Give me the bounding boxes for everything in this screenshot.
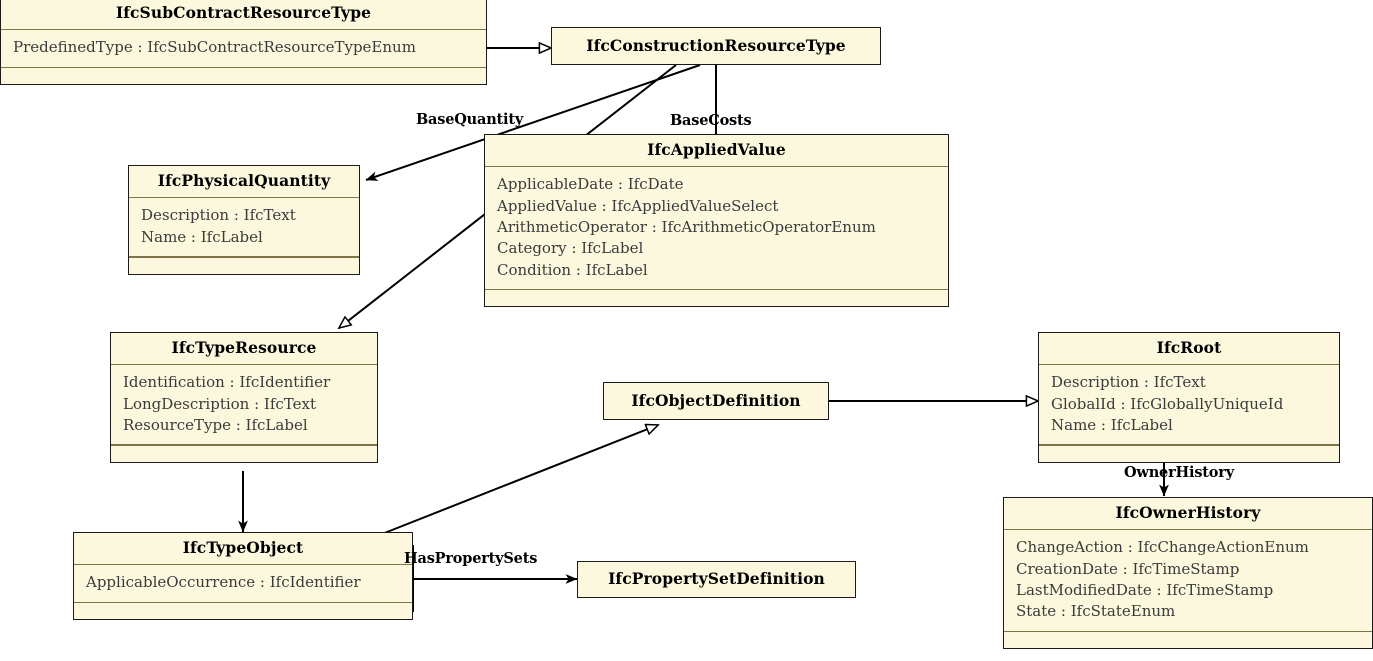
attribute-row: Description : IfcText [1051, 373, 1206, 392]
class-operations [74, 603, 412, 619]
edge-typeobject-to-objectdefinition [381, 425, 658, 535]
compartment-divider [111, 363, 377, 366]
attribute-row: Description : IfcText [141, 206, 296, 225]
attribute-row: State : IfcStateEnum [1016, 602, 1176, 621]
class-box-ifcroot[interactable]: IfcRoot Description : IfcText GlobalId :… [1038, 332, 1340, 463]
attribute-row: GlobalId : IfcGloballyUniqueId [1051, 394, 1284, 413]
compartment-divider [129, 196, 359, 199]
edge-label-ownerhistory: OwnerHistory [1124, 464, 1234, 481]
class-operations [485, 290, 948, 306]
class-operations [129, 258, 359, 274]
attribute-row: Category : IfcLabel [497, 239, 644, 258]
attribute-row: LastModifiedDate : IfcTimeStamp [1016, 581, 1274, 599]
compartment-divider [129, 256, 359, 258]
attribute-row: CreationDate : IfcTimeStamp [1016, 559, 1240, 578]
attribute-row: Name : IfcLabel [141, 227, 263, 246]
class-box-ifcownerhistory[interactable]: IfcOwnerHistory ChangeAction : IfcChange… [1003, 497, 1373, 650]
edge-label-basequantity: BaseQuantity [416, 111, 524, 128]
class-operations [1039, 446, 1339, 462]
attribute-row: AppliedValue : IfcAppliedValueSelect [497, 196, 779, 215]
attribute-row: ChangeAction : IfcChangeActionEnum [1016, 538, 1309, 557]
compartment-divider [74, 563, 412, 566]
class-operations [111, 446, 377, 462]
attribute-row: Name : IfcLabel [1051, 416, 1173, 434]
class-title: IfcSubContractResourceType [115, 3, 372, 22]
attribute-row: PredefinedType : IfcSubContractResourceT… [13, 38, 416, 57]
class-title: IfcConstructionResourceType [586, 36, 846, 55]
class-title: IfcOwnerHistory [1115, 503, 1261, 522]
class-attributes: Description : IfcText GlobalId : IfcGlob… [1039, 365, 1339, 444]
edge-label-basecosts: BaseCosts [670, 112, 752, 129]
compartment-divider [485, 165, 948, 168]
class-title: IfcPhysicalQuantity [157, 171, 331, 190]
class-title: IfcAppliedValue [647, 140, 786, 159]
attribute-row: LongDescription : IfcText [123, 394, 317, 413]
compartment-divider [1039, 444, 1339, 446]
class-box-ifcpropertysetdefinition[interactable]: IfcPropertySetDefinition [577, 561, 856, 598]
class-attributes: ChangeAction : IfcChangeActionEnum Creat… [1004, 530, 1372, 630]
class-box-ifcobjectdefinition[interactable]: IfcObjectDefinition [603, 382, 829, 420]
class-title: IfcObjectDefinition [631, 391, 801, 410]
class-box-ifcappliedvalue[interactable]: IfcAppliedValue ApplicableDate : IfcDate… [484, 134, 949, 308]
compartment-divider [1039, 363, 1339, 366]
class-box-ifcsubcontractresourcetype[interactable]: IfcSubContractResourceType PredefinedTyp… [0, 0, 487, 86]
compartment-divider [1004, 630, 1372, 633]
compartment-divider [74, 601, 412, 604]
class-title: IfcRoot [1156, 338, 1222, 357]
class-attributes: ApplicableDate : IfcDate AppliedValue : … [485, 167, 948, 288]
attribute-row: ApplicableOccurrence : IfcIdentifier [86, 573, 361, 592]
attribute-row: Identification : IfcIdentifier [123, 373, 331, 392]
attribute-row: ArithmeticOperator : IfcArithmeticOperat… [497, 218, 876, 236]
class-attributes: Description : IfcText Name : IfcLabel [129, 198, 359, 256]
edge-label-haspropertysets: HasPropertySets [404, 550, 538, 567]
class-operations [1004, 632, 1372, 648]
class-attributes: Identification : IfcIdentifier LongDescr… [111, 365, 377, 444]
class-box-ifcphysicalquantity[interactable]: IfcPhysicalQuantity Description : IfcTex… [128, 165, 360, 275]
class-title: IfcTypeObject [182, 538, 304, 557]
class-title: IfcTypeResource [171, 338, 317, 357]
class-box-ifctyperesource[interactable]: IfcTypeResource Identification : IfcIden… [110, 332, 378, 463]
class-box-ifcconstructionresourcetype[interactable]: IfcConstructionResourceType [551, 27, 881, 65]
attribute-row: ResourceType : IfcLabel [123, 416, 308, 434]
class-attributes: PredefinedType : IfcSubContractResourceT… [1, 30, 486, 66]
attribute-row: ApplicableDate : IfcDate [497, 175, 684, 194]
attribute-row: Condition : IfcLabel [497, 260, 648, 279]
class-title: IfcPropertySetDefinition [608, 569, 825, 588]
compartment-divider [111, 444, 377, 446]
compartment-divider [1, 28, 486, 31]
compartment-divider [485, 288, 948, 291]
compartment-divider [1, 66, 486, 69]
compartment-divider [1004, 528, 1372, 531]
class-operations [1, 68, 486, 84]
class-box-ifctypeobject[interactable]: IfcTypeObject ApplicableOccurrence : Ifc… [73, 532, 413, 621]
class-attributes: ApplicableOccurrence : IfcIdentifier [74, 565, 412, 601]
